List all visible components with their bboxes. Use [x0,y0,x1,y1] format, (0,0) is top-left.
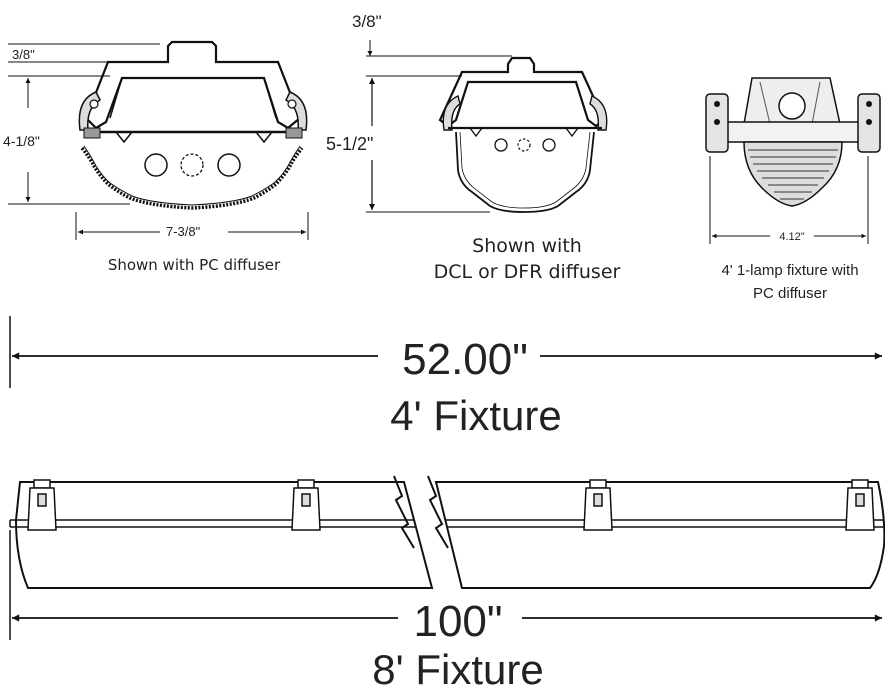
view1-dim-width: 7-3/8" [166,224,201,239]
view2-cross-section [366,40,608,213]
view1-dim-top: 3/8" [12,47,35,62]
label-4ft: 4' Fixture [390,392,561,439]
view3-end-view [705,77,881,244]
view1-dim-height: 4-1/8" [3,133,40,149]
view3-dim-width: 4.12" [779,231,804,243]
length-8ft: 100" [413,597,502,646]
dimension-8ft [9,530,882,640]
label-8ft: 8' Fixture [372,646,543,688]
view3-caption-line2: PC diffuser [753,285,827,302]
dimension-4ft [9,316,882,388]
view1-caption: Shown with PC diffuser [108,256,281,274]
view2-caption-line2: DCL or DFR diffuser [434,261,621,283]
fixture-8ft-body [9,475,885,589]
view2-dim-top: 3/8" [352,12,382,31]
view3-caption-line1: 4' 1-lamp fixture with [721,262,858,279]
view2-dim-height: 5-1/2" [326,134,373,154]
view2-caption-line1: Shown with [472,235,582,257]
view1-cross-section [8,40,309,240]
length-4ft: 52.00" [402,335,528,384]
